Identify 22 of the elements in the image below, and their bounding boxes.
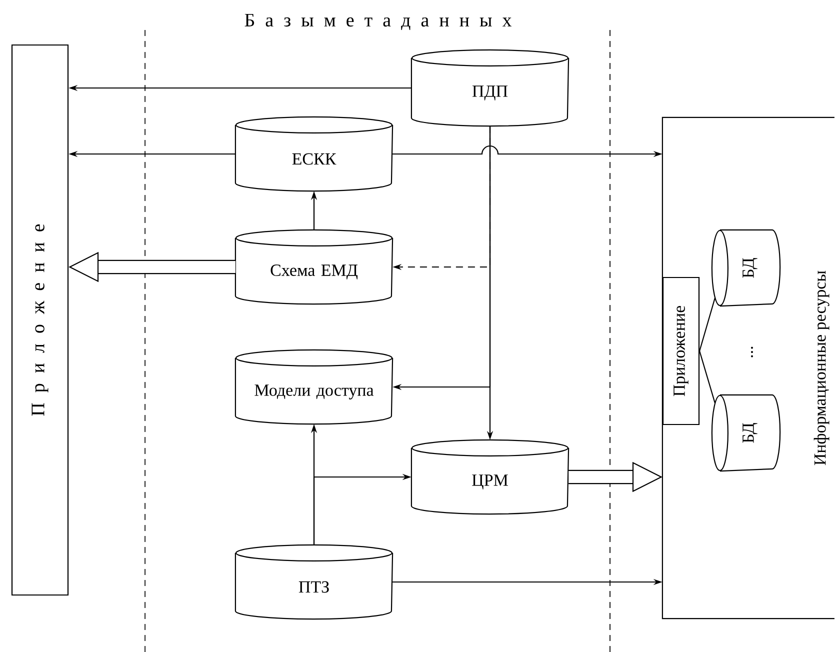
database-cylinder: ЦРМ (410, 439, 570, 515)
heading: Б а з ы м е т а д а н н ы х (244, 14, 512, 30)
node-label: Схема ЕМД (270, 264, 358, 280)
database-cylinder: Модели доступа (234, 349, 394, 425)
node-label: ПДП (472, 86, 508, 100)
application-bar: П р и л о ж е н и е (11, 44, 69, 596)
connector-line (699, 298, 716, 352)
node-label: ПТЗ (298, 581, 329, 593)
database-cylinder: БД (711, 229, 781, 307)
database-cylinder: ПТЗ (234, 544, 394, 620)
database-cylinder: ПДП (410, 49, 570, 127)
application-box: Приложение (662, 276, 700, 426)
node-label: ЦРМ (472, 474, 508, 490)
database-cylinder: БД (711, 394, 781, 472)
database-cylinder: Схема ЕМД (234, 229, 394, 305)
node-label: БД (742, 423, 758, 443)
node-label: БД (742, 258, 758, 278)
node-label: ЕСКК (292, 153, 336, 165)
connector-line (699, 350, 716, 404)
node-label: Модели доступа (254, 384, 374, 400)
database-cylinder: ЕСКК (234, 116, 394, 192)
ellipsis: ... (751, 346, 753, 358)
